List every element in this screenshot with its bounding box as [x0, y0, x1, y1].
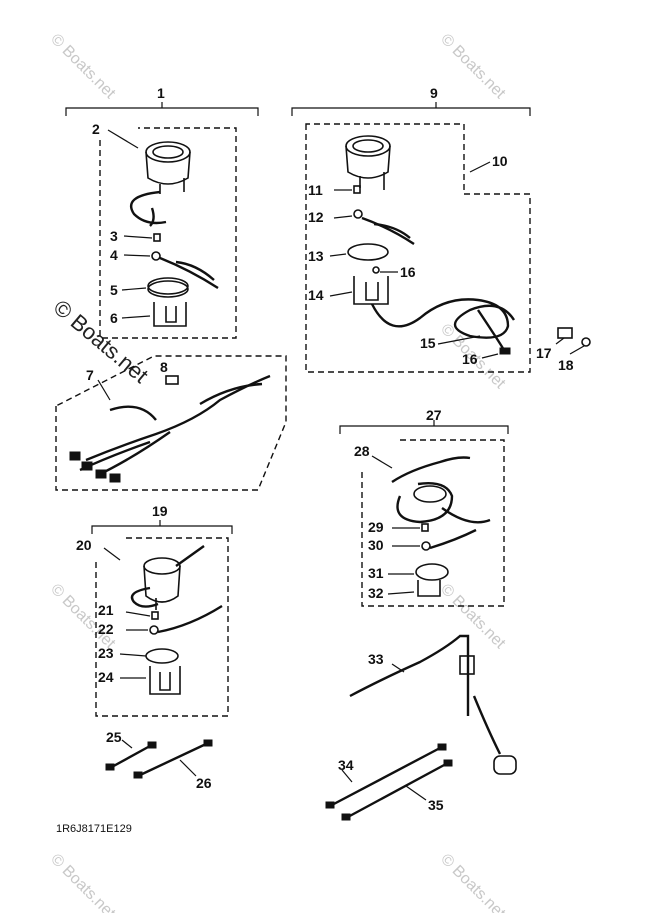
watermarks: © Boats.net © Boats.net © Boats.net © Bo… — [47, 31, 509, 913]
label-31: 31 — [368, 565, 384, 581]
label-20: 20 — [76, 537, 92, 553]
watermark-large: © Boats.net — [49, 295, 153, 388]
callout-labels: 1 2 3 4 5 6 7 8 9 10 11 12 13 14 15 16 1… — [76, 85, 574, 813]
label-3: 3 — [110, 228, 118, 244]
label-34: 34 — [338, 757, 354, 773]
watermark: © Boats.net — [47, 851, 119, 913]
label-16b: 16 — [462, 351, 478, 367]
label-27: 27 — [426, 407, 442, 423]
label-35: 35 — [428, 797, 444, 813]
label-18: 18 — [558, 357, 574, 373]
label-22: 22 — [98, 621, 114, 637]
label-11: 11 — [308, 182, 323, 198]
label-30: 30 — [368, 537, 384, 553]
assembly-group-27 — [339, 420, 509, 607]
label-7: 7 — [86, 367, 94, 383]
label-21: 21 — [98, 602, 114, 618]
assembly-group-7 — [55, 355, 287, 491]
label-33: 33 — [368, 651, 384, 667]
assembly-group-19 — [91, 520, 233, 717]
label-9: 9 — [430, 85, 438, 101]
label-24: 24 — [98, 669, 114, 685]
part-33 — [349, 634, 517, 775]
assembly-group-1 — [65, 102, 259, 339]
label-8: 8 — [160, 359, 168, 375]
label-26: 26 — [196, 775, 212, 791]
label-2: 2 — [92, 121, 100, 137]
label-28: 28 — [354, 443, 370, 459]
label-12: 12 — [308, 209, 324, 225]
label-23: 23 — [98, 645, 114, 661]
watermark: © Boats.net — [437, 581, 509, 653]
label-15: 15 — [420, 335, 436, 351]
label-17: 17 — [536, 345, 552, 361]
label-4: 4 — [110, 247, 118, 263]
label-6: 6 — [110, 310, 118, 326]
label-13: 13 — [308, 248, 324, 264]
label-10: 10 — [492, 153, 508, 169]
assembly-group-9 — [291, 102, 531, 373]
watermark: © Boats.net — [47, 31, 119, 103]
watermark: © Boats.net — [437, 851, 509, 913]
watermark: © Boats.net — [437, 31, 509, 103]
loose-cables — [105, 739, 453, 821]
diagram-code: 1R6J8171E129 — [56, 823, 132, 835]
label-19: 19 — [152, 503, 168, 519]
label-16a: 16 — [400, 264, 416, 280]
label-14: 14 — [308, 287, 324, 303]
label-29: 29 — [368, 519, 384, 535]
label-5: 5 — [110, 282, 118, 298]
label-1: 1 — [157, 85, 165, 101]
label-25: 25 — [106, 729, 122, 745]
label-32: 32 — [368, 585, 384, 601]
parts-17-18 — [555, 327, 591, 355]
